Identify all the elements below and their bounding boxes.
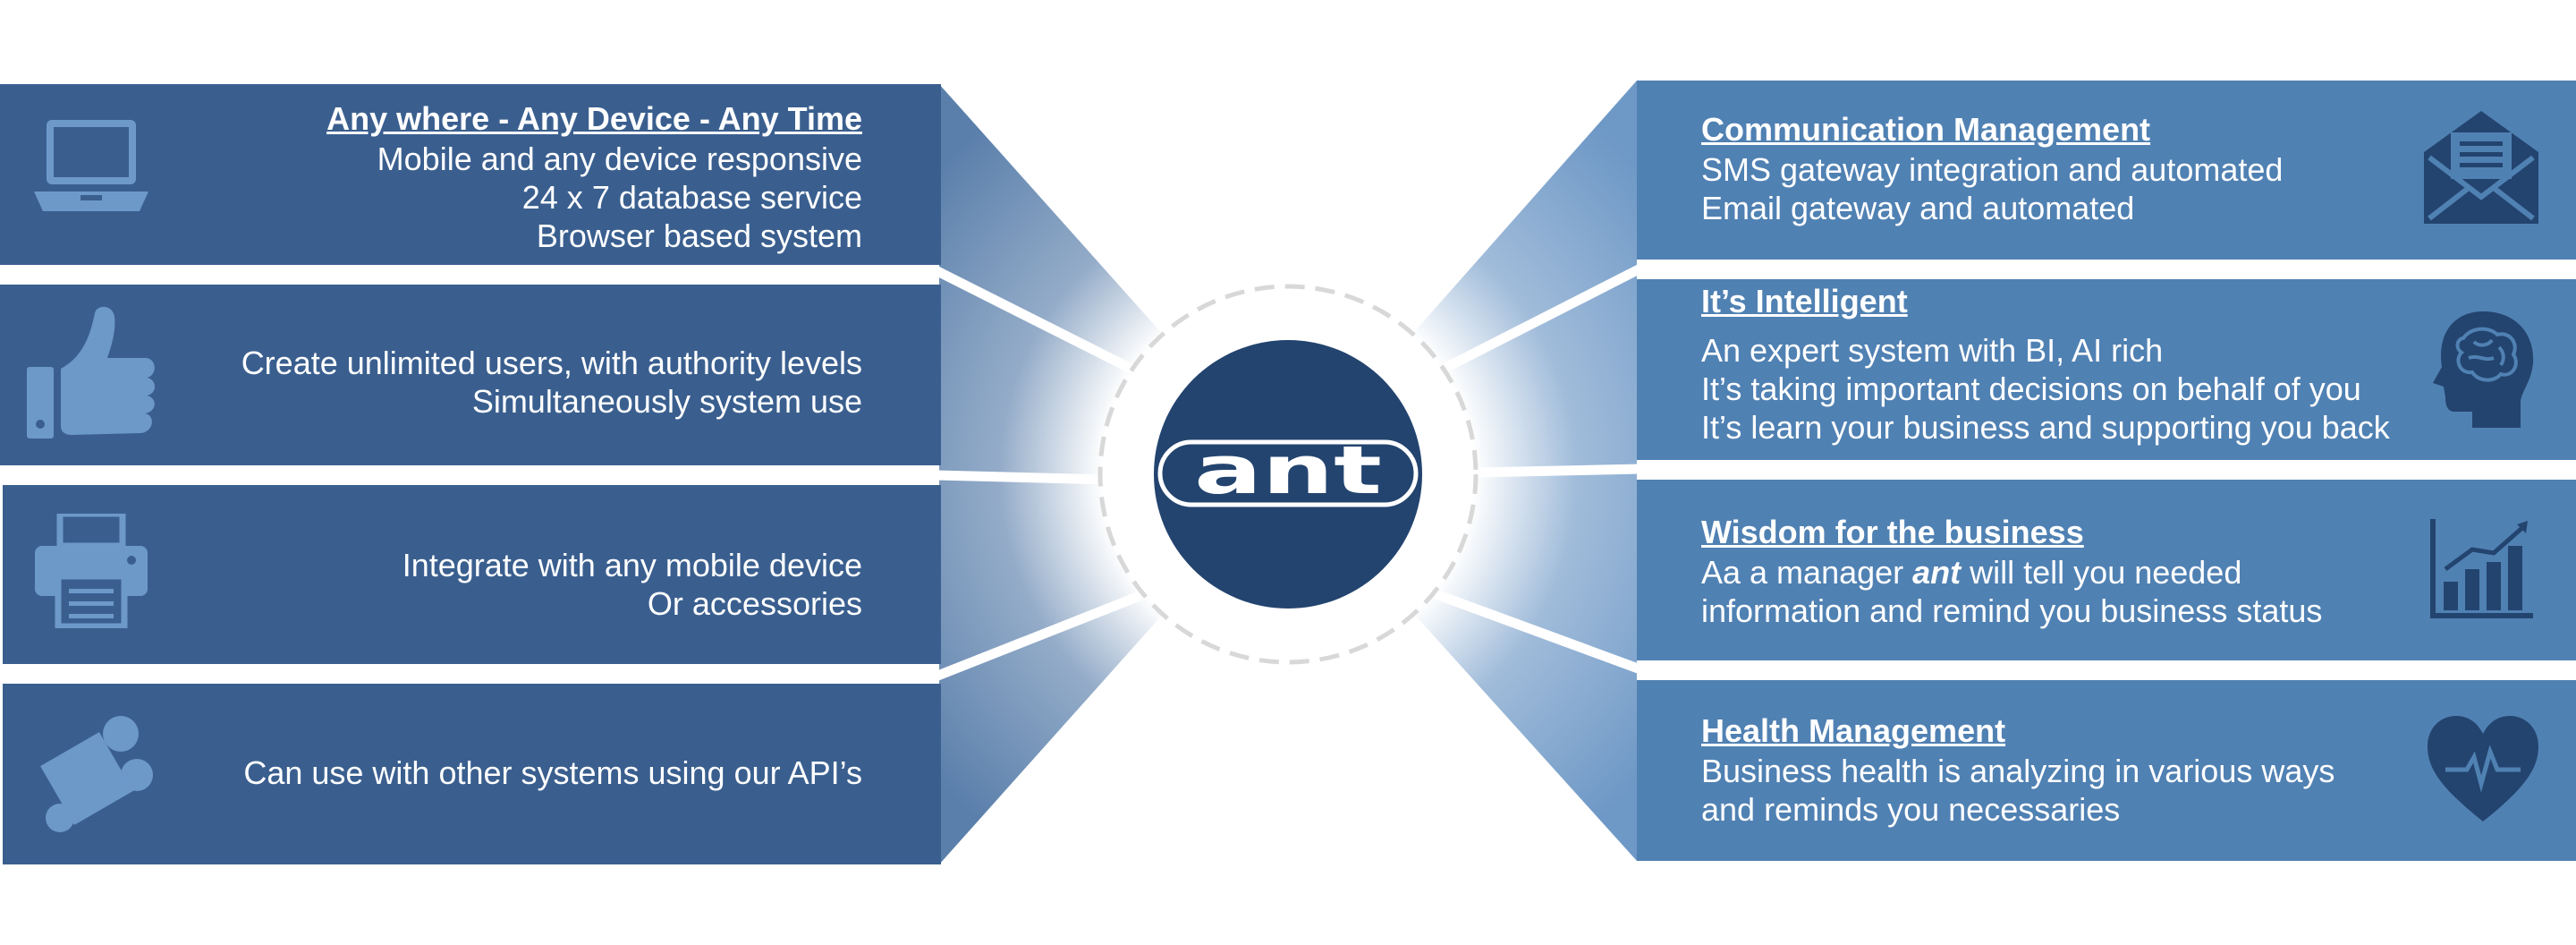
panel-line: SMS gateway integration and automated (1701, 151, 2284, 188)
feature-panel-communication: Communication Management SMS gateway int… (1637, 81, 2576, 260)
panel-line: Email gateway and automated (1701, 190, 2135, 226)
feature-panel-intelligent: It’s Intelligent An expert system with B… (1637, 279, 2576, 460)
panel-title: Wisdom for the business (1701, 514, 2084, 550)
hub-dashed-ring (1097, 284, 1479, 665)
laptop-icon (34, 120, 148, 217)
envelope-icon (2424, 111, 2538, 228)
panel-line: Create unlimited users, with authority l… (241, 345, 862, 381)
panel-title: Communication Management (1701, 111, 2151, 148)
panel-line: Or accessories (647, 585, 862, 622)
panel-line-prefix: Aa a manager (1701, 554, 1913, 591)
thumbs-up-icon (27, 304, 157, 445)
panel-line: An expert system with BI, AI rich (1701, 332, 2164, 369)
connector-right-1 (1357, 264, 1643, 416)
feature-panel-api: Can use with other systems using our API… (3, 684, 941, 864)
panel-line: Aa a manager ant will tell you needed (1701, 553, 2322, 592)
panel-line: Business health is analyzing in various … (1701, 753, 2335, 789)
puzzle-icon (33, 711, 155, 837)
feature-panel-anywhere: Any where - Any Device - Any Time Mobile… (0, 84, 941, 265)
panel-line-suffix: will tell you needed (1961, 554, 2242, 591)
panel-line: 24 x 7 database service (521, 179, 862, 216)
panel-line: Mobile and any device responsive (377, 140, 862, 177)
feature-panel-wisdom: Wisdom for the business Aa a manager ant… (1637, 480, 2576, 660)
panel-title: It’s Intelligent (1701, 283, 1908, 319)
panel-line: Browser based system (536, 217, 862, 254)
brand-emphasis: ant (1912, 554, 1962, 591)
printer-icon (35, 510, 148, 633)
panel-line: Integrate with any mobile device (402, 547, 862, 583)
panel-title: Health Management (1701, 712, 2006, 749)
panel-line: Simultaneously system use (471, 383, 862, 420)
panel-title: Any where - Any Device - Any Time (326, 100, 862, 137)
connector-left-3 (933, 567, 1201, 682)
heart-pulse-icon (2428, 716, 2538, 826)
hub-circle (1154, 340, 1422, 609)
feature-panel-integrate: Integrate with any mobile device Or acce… (3, 485, 941, 664)
panel-line: Can use with other systems using our API… (243, 754, 862, 791)
feature-panel-users: Create unlimited users, with authority l… (0, 285, 941, 465)
panel-line: information and remind you business stat… (1701, 592, 2323, 629)
panel-line: It’s learn your business and supporting … (1701, 409, 2390, 446)
connector-left-1 (933, 266, 1219, 416)
logo-text: ant (1194, 432, 1382, 509)
brain-head-icon (2429, 311, 2535, 432)
feature-panel-health: Health Management Business health is ana… (1637, 680, 2576, 861)
panel-line: It’s taking important decisions on behal… (1701, 370, 2361, 407)
logo-outline (1157, 439, 1419, 507)
panel-line: and reminds you necessaries (1701, 791, 2121, 828)
growth-chart-icon (2429, 519, 2537, 624)
connector-right-2 (1394, 464, 1641, 480)
connector-left-2 (935, 470, 1182, 487)
connector-right-3 (1376, 567, 1642, 675)
